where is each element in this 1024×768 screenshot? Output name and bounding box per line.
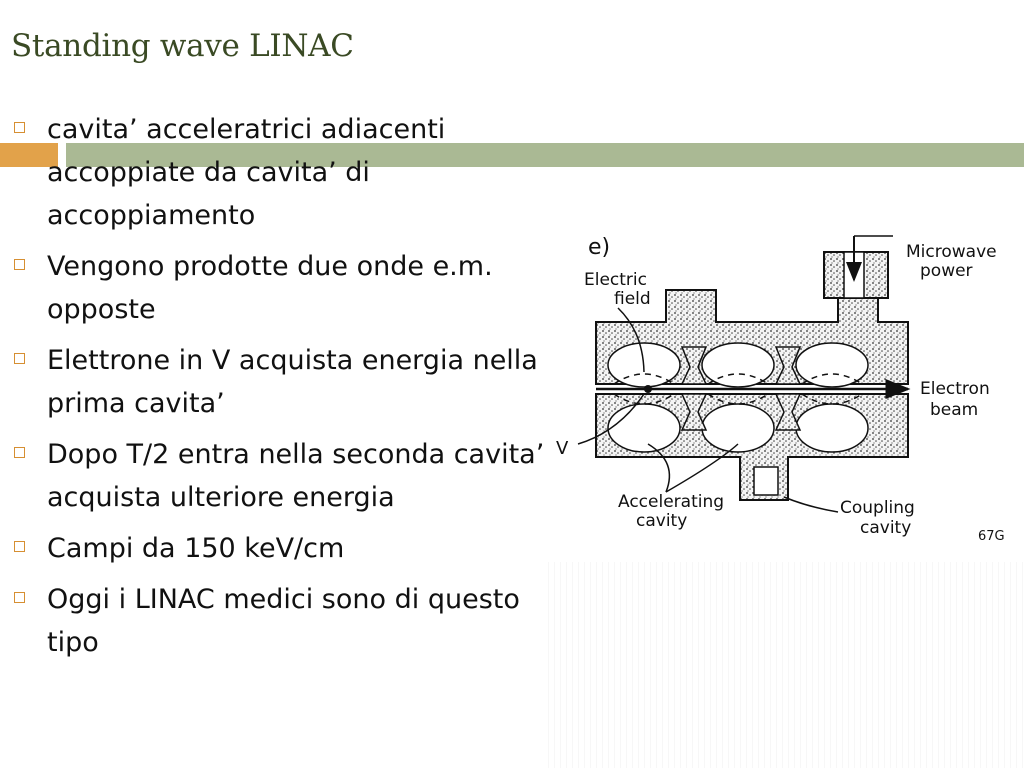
- bullet-item: Oggi i LINAC medici sono di questo tipo: [14, 578, 574, 664]
- bullet-text: Campi da 150 keV/cm: [47, 533, 345, 564]
- bullet-square-icon: [14, 353, 25, 364]
- figure-scan-texture: [548, 560, 1024, 768]
- bullet-item: Vengono prodotte due onde e.m. opposte: [14, 245, 574, 331]
- electric-field-label-2: field: [614, 289, 651, 309]
- bullet-item: Dopo T/2 entra nella seconda cavita’ e a…: [14, 433, 574, 519]
- linac-cavity-diagram: e) Electric field Microwave power Electr…: [548, 222, 1024, 562]
- electric-field-label: Electric: [584, 270, 647, 290]
- accent-bar-green: [66, 143, 1024, 167]
- microwave-label-2: power: [920, 261, 973, 281]
- bullet-square-icon: [14, 447, 25, 458]
- bullet-text: Vengono prodotte due onde e.m. opposte: [47, 251, 493, 325]
- accelerating-cavities: [607, 342, 869, 496]
- bullet-list: cavita’ acceleratrici adiacenti accoppia…: [14, 108, 574, 672]
- accent-bar-orange: [0, 143, 58, 167]
- bullet-square-icon: [14, 122, 25, 133]
- panel-label: e): [588, 235, 610, 260]
- bullet-item: Campi da 150 keV/cm: [14, 527, 574, 570]
- field-lines: [613, 373, 863, 405]
- electron-beam-label: Electron: [920, 379, 990, 399]
- coupling-cavity-label-2: cavity: [860, 518, 911, 538]
- electron-dot: [644, 385, 652, 393]
- bullet-text: Dopo T/2 entra nella seconda cavita’ e a…: [47, 439, 570, 513]
- figure-code: 67G: [978, 529, 1005, 544]
- bullet-text: Elettrone in V acquista energia nella pr…: [47, 345, 538, 419]
- accelerating-cavity-label-2: cavity: [636, 511, 687, 531]
- bullet-square-icon: [14, 259, 25, 270]
- electron-beam-label-2: beam: [930, 400, 978, 420]
- bullet-text: Oggi i LINAC medici sono di questo tipo: [47, 584, 520, 658]
- bullet-text: cavita’ acceleratrici adiacenti accoppia…: [47, 114, 446, 231]
- v-label: V: [556, 438, 569, 459]
- slide-title: Standing wave LINAC: [11, 28, 354, 64]
- nose-cones: [680, 346, 802, 431]
- coupling-cavity-label: Coupling: [840, 498, 915, 518]
- microwave-label: Microwave: [906, 242, 997, 262]
- accelerating-cavity-label: Accelerating: [618, 492, 724, 512]
- bullet-square-icon: [14, 592, 25, 603]
- leader-lines: [577, 307, 839, 513]
- bullet-square-icon: [14, 541, 25, 552]
- bullet-item: cavita’ acceleratrici adiacenti accoppia…: [14, 108, 574, 237]
- bullet-item: Elettrone in V acquista energia nella pr…: [14, 339, 574, 425]
